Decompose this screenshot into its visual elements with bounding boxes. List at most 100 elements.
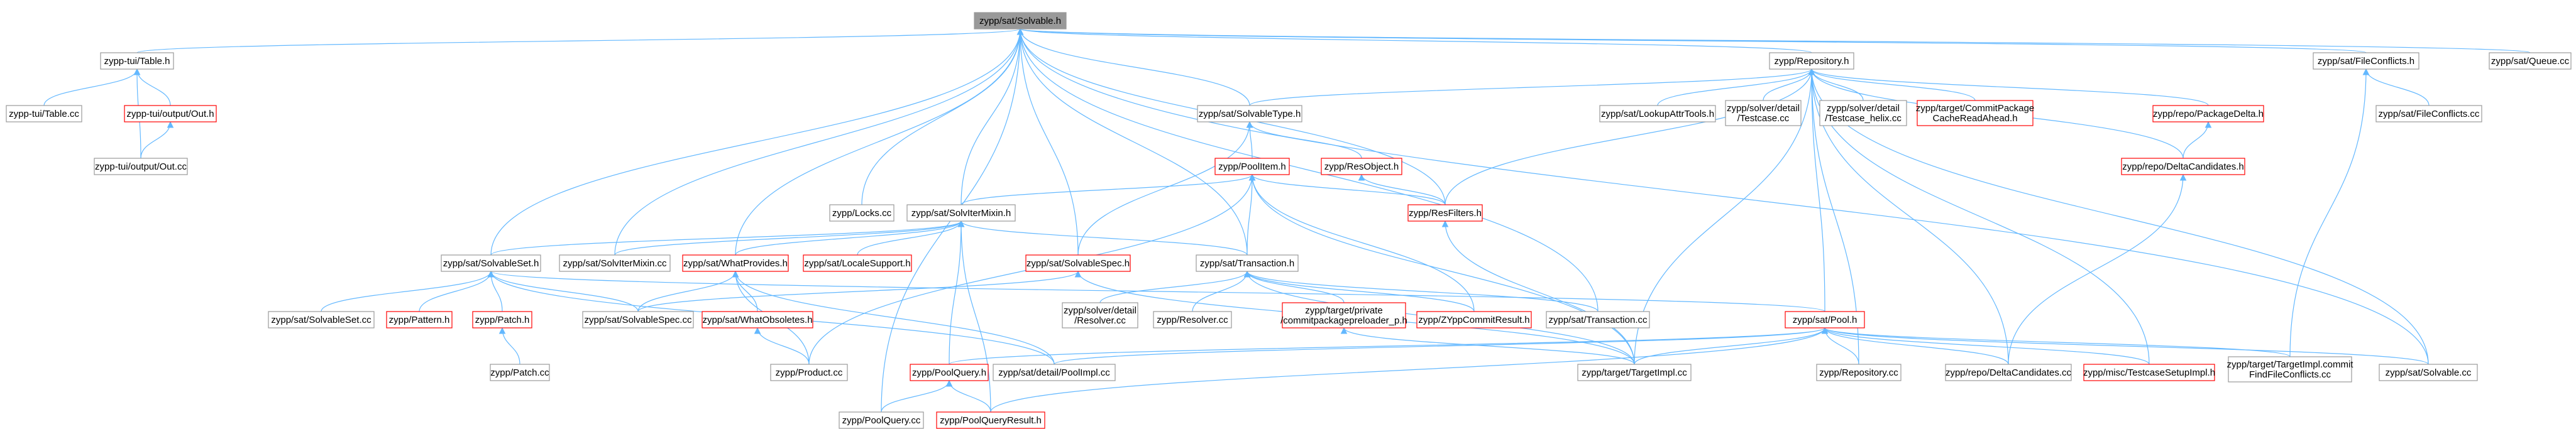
- file-node-solvableset-h[interactable]: zypp/sat/SolvableSet.h: [441, 254, 541, 272]
- node-label: zypp/ZYppCommitResult.h: [1418, 315, 1529, 325]
- node-label: zypp/Resolver.cc: [1157, 315, 1228, 325]
- file-node-root[interactable]: zypp/sat/Solvable.h: [974, 12, 1067, 30]
- file-node-tui-table-cc[interactable]: zypp-tui/Table.cc: [6, 105, 82, 122]
- file-node-resfilters-h[interactable]: zypp/ResFilters.h: [1407, 204, 1483, 222]
- file-node-targetimpl-cc[interactable]: zypp/target/TargetImpl.cc: [1577, 364, 1692, 381]
- file-node-locks-cc[interactable]: zypp/Locks.cc: [829, 204, 894, 222]
- node-box: [1769, 52, 1854, 70]
- node-label: /Testcase.cc: [1737, 113, 1790, 124]
- node-box: [1546, 311, 1650, 329]
- file-node-localesupport-h[interactable]: zypp/sat/LocaleSupport.h: [803, 254, 912, 272]
- node-label: zypp/Patch.h: [475, 315, 530, 325]
- node-box: [1153, 311, 1232, 329]
- file-node-patch-cc[interactable]: zypp/Patch.cc: [490, 364, 550, 381]
- node-label: zypp/misc/TestcaseSetupImpl.h: [2083, 367, 2215, 378]
- file-node-commitpackagepreloader-h[interactable]: zypp/target/private/commitpackagepreload…: [1280, 302, 1407, 329]
- include-edge: [1808, 68, 2209, 106]
- include-edge: [1248, 173, 1635, 365]
- file-node-solvabletype-h[interactable]: zypp/sat/SolvableType.h: [1197, 105, 1302, 122]
- node-box: [1282, 302, 1406, 329]
- file-node-testcase-cc[interactable]: zypp/solver/detail/Testcase.cc: [1725, 100, 1802, 126]
- node-box: [1725, 100, 1802, 126]
- file-node-lookupattrtools-h[interactable]: zypp/sat/LookupAttrTools.h: [1599, 105, 1716, 122]
- file-node-fileconflicts-cc[interactable]: zypp/sat/FileConflicts.cc: [2375, 105, 2482, 122]
- file-node-transaction-h[interactable]: zypp/sat/Transaction.h: [1196, 254, 1299, 272]
- file-node-commitpackage-h[interactable]: zypp/target/CommitPackageCacheReadAhead.…: [1916, 100, 2034, 126]
- node-label: zypp-tui/output/Out.h: [126, 109, 214, 119]
- node-box: [2152, 105, 2264, 122]
- node-label: zypp/sat/Queue.cc: [2491, 56, 2570, 67]
- node-label: zypp/Repository.h: [1775, 56, 1849, 67]
- file-node-tui-table-h[interactable]: zypp-tui/Table.h: [100, 52, 174, 70]
- file-node-repository-cc[interactable]: zypp/Repository.cc: [1816, 364, 1902, 381]
- file-node-deltacandidates-h[interactable]: zypp/repo/DeltaCandidates.h: [2121, 158, 2245, 175]
- file-node-solvableset-cc[interactable]: zypp/sat/SolvableSet.cc: [268, 311, 375, 329]
- file-node-repository-h[interactable]: zypp/Repository.h: [1769, 52, 1854, 70]
- node-label: zypp/sat/LookupAttrTools.h: [1601, 109, 1714, 119]
- node-label: zypp/sat/SolvableSet.cc: [271, 315, 372, 325]
- include-edge: [1248, 173, 1446, 205]
- node-label: zypp/sat/Transaction.cc: [1548, 315, 1648, 325]
- file-node-fileconflicts-h[interactable]: zypp/sat/FileConflicts.h: [2313, 52, 2419, 70]
- file-node-packagedelta-h[interactable]: zypp/repo/PackageDelta.h: [2152, 105, 2264, 122]
- file-node-deltacandidates-cc[interactable]: zypp/repo/DeltaCandidates.cc: [1945, 364, 2072, 381]
- file-node-solvable-cc[interactable]: zypp/sat/Solvable.cc: [2379, 364, 2478, 381]
- include-edge: [1243, 270, 1599, 312]
- node-box: [1025, 254, 1131, 272]
- include-edge: [1821, 327, 2150, 365]
- node-label: zypp/sat/FileConflicts.h: [2318, 56, 2414, 67]
- include-edge: [490, 220, 965, 256]
- file-node-pool-h[interactable]: zypp/sat/Pool.h: [1785, 311, 1865, 329]
- file-node-poolquery-h[interactable]: zypp/PoolQuery.h: [910, 364, 989, 381]
- node-box: [702, 311, 813, 329]
- file-node-resolver-cc[interactable]: zypp/Resolver.cc: [1153, 311, 1232, 329]
- node-label: zypp/repo/DeltaCandidates.cc: [1946, 367, 2072, 378]
- file-node-solvitermixin-cc[interactable]: zypp/sat/SolvIterMixin.cc: [559, 254, 671, 272]
- node-label: CacheReadAhead.h: [1932, 113, 2017, 124]
- node-box: [2121, 158, 2245, 175]
- node-label: zypp/sat/SolvableSpec.cc: [585, 315, 692, 325]
- file-node-patch-h[interactable]: zypp/Patch.h: [472, 311, 532, 329]
- file-node-product-cc[interactable]: zypp/Product.cc: [770, 364, 848, 381]
- file-node-solvitermixin-h[interactable]: zypp/sat/SolvIterMixin.h: [906, 204, 1016, 222]
- file-node-resobject-h[interactable]: zypp/ResObject.h: [1321, 158, 1402, 175]
- file-node-zyppcommitresult-h[interactable]: zypp/ZYppCommitResult.h: [1416, 311, 1532, 329]
- node-label: zypp/sat/SolvableSpec.h: [1027, 258, 1130, 269]
- file-node-poolimpl-cc[interactable]: zypp/sat/detail/PoolImpl.cc: [993, 364, 1116, 381]
- node-box: [1214, 158, 1290, 175]
- include-edge: [1808, 68, 1825, 312]
- file-node-resolver-detail-cc[interactable]: zypp/solver/detail/Resolver.cc: [1062, 302, 1138, 329]
- node-label: zypp/sat/FileConflicts.cc: [2379, 109, 2480, 119]
- include-edge: [1445, 68, 1815, 205]
- file-node-targetimpl-commit-cc[interactable]: zypp/target/TargetImpl.commitFindFileCon…: [2227, 356, 2354, 383]
- node-box: [441, 254, 541, 272]
- node-box: [839, 411, 924, 429]
- file-node-whatprovides-h[interactable]: zypp/sat/WhatProvides.h: [682, 254, 789, 272]
- include-edge: [2289, 68, 2370, 357]
- file-node-poolquery-cc[interactable]: zypp/PoolQuery.cc: [839, 411, 924, 429]
- file-node-queue-cc[interactable]: zypp/sat/Queue.cc: [2489, 52, 2572, 70]
- file-node-testcase-helix-cc[interactable]: zypp/solver/detail/Testcase_helix.cc: [1819, 100, 1907, 126]
- file-node-tui-out-cc[interactable]: zypp-tui/output/Out.cc: [94, 158, 188, 175]
- file-node-tui-out-h[interactable]: zypp-tui/output/Out.h: [124, 105, 217, 122]
- file-node-solvablespec-h[interactable]: zypp/sat/SolvableSpec.h: [1025, 254, 1131, 272]
- node-box: [2228, 356, 2352, 383]
- node-label: zypp-tui/Table.h: [104, 56, 170, 67]
- file-node-poolqueryresult-h[interactable]: zypp/PoolQueryResult.h: [936, 411, 1045, 429]
- file-node-testcasesetupimpl-h[interactable]: zypp/misc/TestcaseSetupImpl.h: [2083, 364, 2215, 381]
- include-edge: [1016, 28, 1079, 256]
- include-edge: [1016, 28, 1248, 256]
- file-node-whatobsoletes-h[interactable]: zypp/sat/WhatObsoletes.h: [702, 311, 813, 329]
- node-label: zypp/target/TargetImpl.commit: [2227, 359, 2354, 370]
- node-label: zypp/Locks.cc: [832, 208, 892, 219]
- file-node-solvablespec-cc[interactable]: zypp/sat/SolvableSpec.cc: [582, 311, 694, 329]
- file-node-transaction-cc[interactable]: zypp/sat/Transaction.cc: [1546, 311, 1650, 329]
- file-node-poolitem-h[interactable]: zypp/PoolItem.h: [1214, 158, 1290, 175]
- node-box: [1819, 100, 1907, 126]
- include-edge: [945, 379, 991, 413]
- file-node-pattern-h[interactable]: zypp/Pattern.h: [386, 311, 453, 329]
- include-edge: [1821, 327, 2009, 365]
- node-box: [1945, 364, 2072, 381]
- node-box: [829, 204, 894, 222]
